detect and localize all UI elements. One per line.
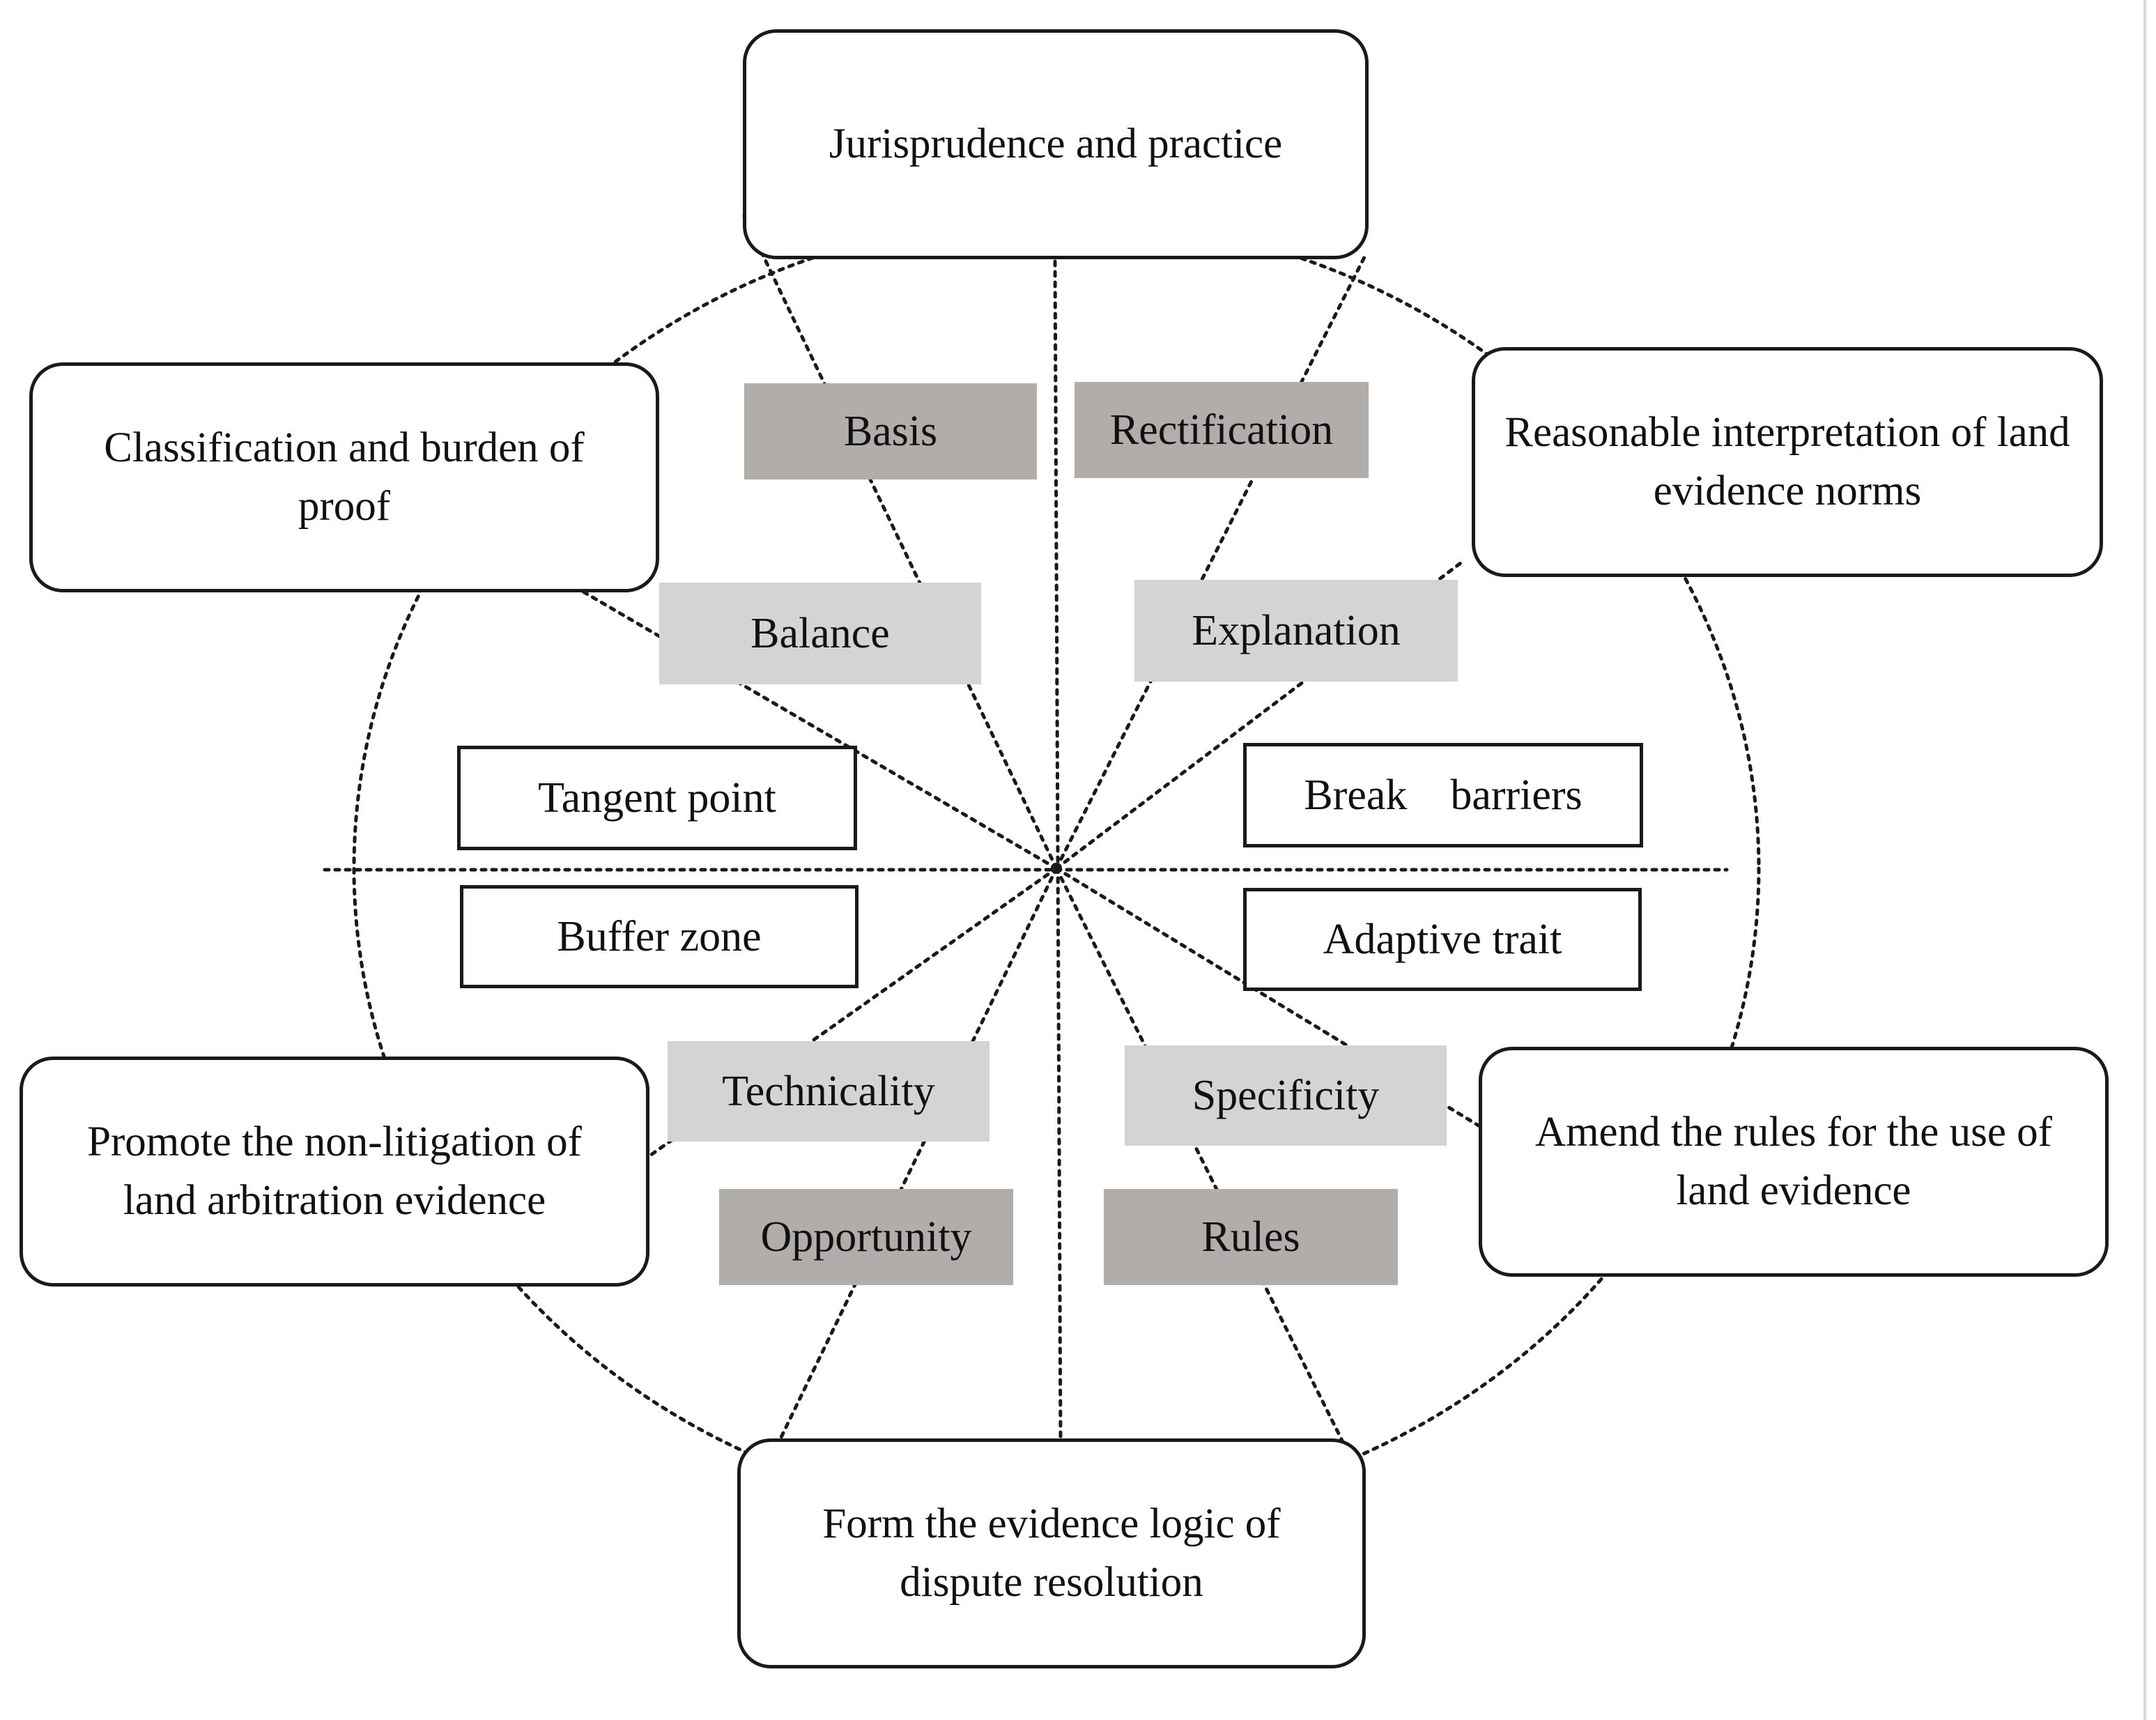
- label-opportunity: Opportunity: [719, 1189, 1013, 1285]
- label-explanation: Explanation: [1134, 580, 1458, 682]
- label-buffer-zone: Buffer zone: [460, 885, 858, 988]
- node-reasonable-interpretation: Reasonable interpretation of land eviden…: [1472, 347, 2103, 577]
- label-rectification: Rectification: [1075, 382, 1369, 478]
- label-basis: Basis: [744, 383, 1037, 479]
- label-break-barriers: Break barriers: [1243, 743, 1643, 847]
- node-form-evidence-logic: Form the evidence logic of dispute resol…: [737, 1438, 1366, 1668]
- label-adaptive-trait: Adaptive trait: [1243, 888, 1642, 991]
- node-classification-and-burden-of-proof: Classification and burden of proof: [29, 362, 659, 592]
- label-technicality: Technicality: [668, 1041, 990, 1142]
- node-jurisprudence-and-practice: Jurisprudence and practice: [743, 29, 1369, 259]
- spoke-upper-left-middle: [576, 587, 1058, 870]
- spoke-upper-right-middle: [1054, 559, 1465, 870]
- spoke-lower-left-outer: [771, 866, 1058, 1455]
- page-right-edge: [2143, 0, 2146, 1720]
- label-tangent-point: Tangent point: [457, 746, 857, 850]
- label-specificity: Specificity: [1125, 1045, 1447, 1146]
- label-rules: Rules: [1104, 1189, 1398, 1285]
- node-amend-rules: Amend the rules for the use of land evid…: [1479, 1047, 2109, 1277]
- spoke-upper-left-outer: [742, 214, 1058, 870]
- node-promote-non-litigation: Promote the non-litigation of land arbit…: [20, 1057, 649, 1287]
- vertical-axis-line: [1053, 259, 1063, 1445]
- spoke-lower-right-outer: [1054, 866, 1354, 1462]
- label-balance: Balance: [659, 583, 981, 684]
- spoke-upper-right-outer: [1054, 252, 1368, 870]
- center-hub-point: [1051, 863, 1062, 874]
